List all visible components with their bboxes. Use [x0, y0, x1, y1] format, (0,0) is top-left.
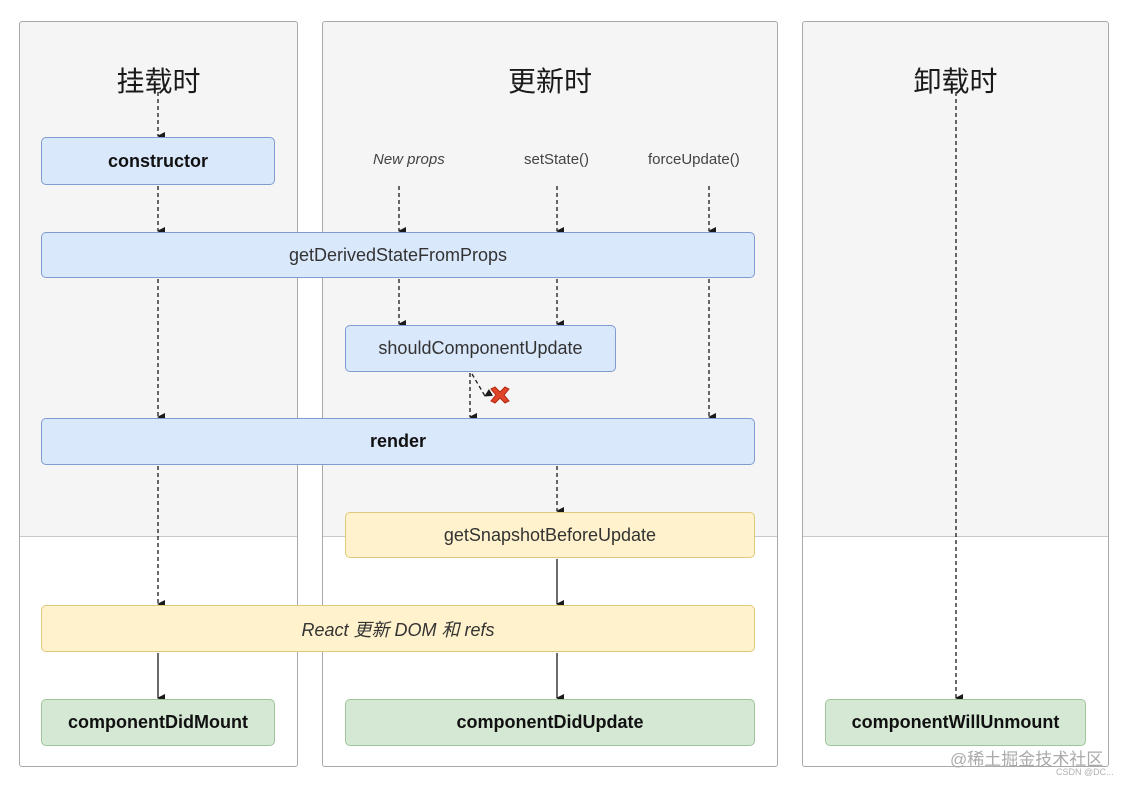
site-watermark: @稀土掘金技术社区 — [950, 750, 1104, 769]
source-force-update: forceUpdate() — [648, 151, 740, 168]
csdn-watermark: CSDN @DC... — [1056, 767, 1114, 777]
should-component-update-node: shouldComponentUpdate — [345, 325, 616, 372]
component-did-update-node: componentDidUpdate — [345, 699, 755, 746]
source-set-state: setState() — [524, 151, 590, 168]
component-will-unmount-node: componentWillUnmount — [825, 699, 1086, 746]
update-title: 更新时 — [507, 65, 592, 98]
get-derived-state-from-props-node: getDerivedStateFromProps — [41, 232, 755, 278]
component-did-mount-node: componentDidMount — [41, 699, 275, 746]
source-new-props: New props — [373, 151, 445, 168]
constructor-node: constructor — [41, 137, 275, 185]
arrow-scu-rejected — [471, 373, 494, 397]
react-updates-dom-node: React 更新 DOM 和 refs — [41, 605, 755, 652]
reject-x-icon — [490, 386, 510, 404]
get-snapshot-before-update-node: getSnapshotBeforeUpdate — [345, 512, 755, 558]
render-node: render — [41, 418, 755, 465]
